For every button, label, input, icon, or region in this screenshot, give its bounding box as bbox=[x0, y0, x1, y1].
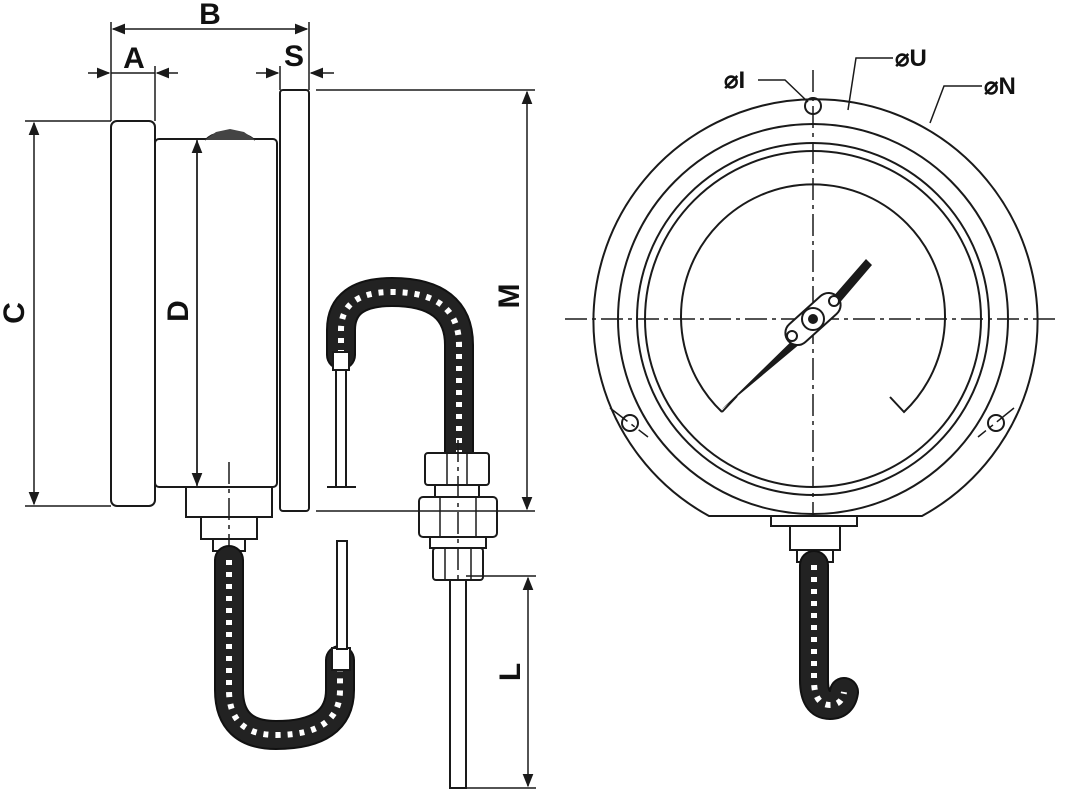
label-c: C bbox=[0, 302, 31, 324]
front-view bbox=[565, 70, 1058, 721]
label-dia-i: ⌀I bbox=[724, 67, 745, 94]
label-m: M bbox=[493, 284, 526, 309]
mounting-flange bbox=[279, 89, 310, 512]
label-dia-u: ⌀U bbox=[895, 45, 927, 72]
dial-scale bbox=[680, 183, 946, 414]
label-s: S bbox=[284, 40, 304, 73]
diameter-leaders bbox=[758, 57, 982, 124]
label-d: D bbox=[162, 300, 195, 322]
bezel bbox=[110, 120, 156, 507]
label-dia-n: ⌀N bbox=[984, 73, 1016, 100]
label-l: L bbox=[494, 663, 527, 681]
label-b: B bbox=[199, 0, 221, 31]
probe-stem bbox=[449, 579, 467, 789]
dimension-lines bbox=[25, 22, 536, 789]
label-a: A bbox=[123, 42, 145, 75]
side-view bbox=[110, 89, 498, 789]
